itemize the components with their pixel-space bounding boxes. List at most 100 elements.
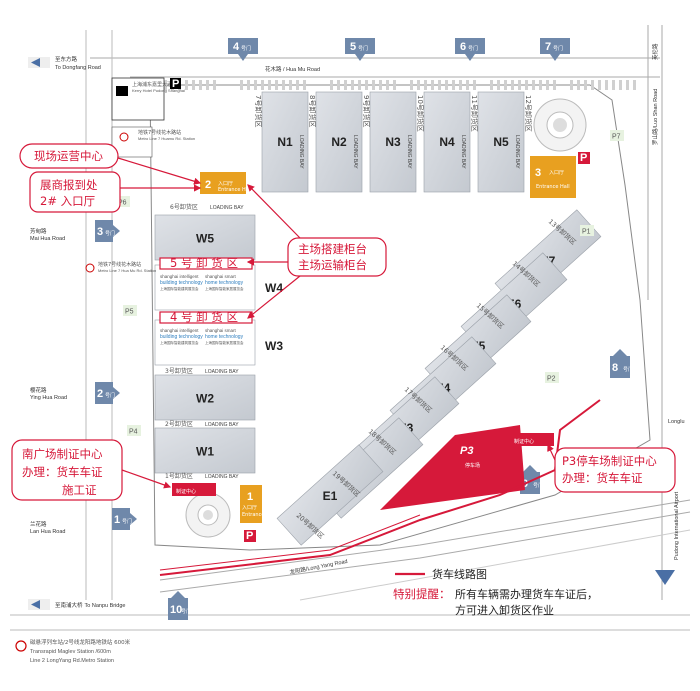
red-bay-band: 4 号 卸 货 区 <box>159 310 253 324</box>
bay-band-text: 5 号 卸 货 区 <box>170 256 238 270</box>
crosswalk-stripe <box>240 80 243 90</box>
gate-suffix: 号门 <box>468 45 478 52</box>
gate-number: 7 <box>545 41 551 53</box>
crosswalk-stripe <box>417 80 420 90</box>
crosswalk-stripe <box>511 80 514 90</box>
crosswalk-stripe <box>199 80 202 90</box>
arrow-up-icon <box>523 465 537 472</box>
crosswalk-stripe <box>192 80 195 90</box>
entrance-hall-2: 2 入口厅 Entrance Hall <box>200 172 252 194</box>
crosswalk-stripe <box>532 80 535 90</box>
parking-label: P7 <box>612 134 621 141</box>
south-center-line1: 南广场制证中心 <box>22 447 103 461</box>
crosswalk-stripe <box>330 80 333 90</box>
hall-block <box>154 427 256 474</box>
hua-mu-road-label: 花木路 / Hua Mu Road <box>265 65 320 73</box>
crosswalk-stripe <box>577 80 580 90</box>
crosswalk-stripe <box>393 80 396 90</box>
parking-p7: P7 <box>610 130 624 141</box>
crosswalk-stripe <box>525 80 528 90</box>
bay-zh: 3号卸货区 <box>165 367 193 375</box>
mai-hua-en: Mai Hua Road <box>30 236 65 242</box>
arrow-right-icon <box>113 387 120 399</box>
bay-en: LOADING BAY <box>205 422 239 428</box>
exhibitor-reg-line1: 展商报到处 <box>40 178 98 192</box>
callout-exhibitor-reg: 展商报到处 2# 入口厅 <box>29 171 202 213</box>
crosswalk-stripe <box>466 80 469 90</box>
crosswalk-stripe <box>337 80 340 90</box>
metro-bottom: 磁悬浮列车站/2号线龙阳路地铁站 600米 Transrapid Maglev … <box>15 638 131 664</box>
to-nanpu-en: To Nanpu Bridge <box>85 603 126 609</box>
gate-box <box>540 38 570 54</box>
crosswalk-stripe <box>254 80 257 90</box>
hotel-zh: 上海浦东嘉里大酒店 <box>132 81 177 88</box>
hall-block <box>369 91 417 193</box>
p3-zh: 停车场 <box>465 462 480 469</box>
parking-p1: P1 <box>580 225 594 236</box>
gate-suffix: 号门 <box>241 45 251 52</box>
east-road: 罗山路/Luo Shan Road 英伦路 <box>647 25 663 600</box>
p3-center-line1: P3停车场制证中心 <box>562 454 657 468</box>
callout-south-center: 南广场制证中心 办理：货车车证 施工证 <box>11 439 172 501</box>
entrance-2-zh: 入口厅 <box>218 181 233 187</box>
gate-box <box>610 356 630 378</box>
parking-sign <box>123 305 137 316</box>
hall-w4: W4 <box>154 264 283 311</box>
arrow-up-icon <box>613 349 627 356</box>
hotel-block: 上海浦东嘉里大酒店 Kerry Hotel Pudong Shanghai P <box>111 77 185 121</box>
hotel-parking-icon <box>170 78 181 89</box>
crosswalk-stripe <box>261 80 264 90</box>
hall-block <box>477 91 525 193</box>
gate-box <box>520 472 540 494</box>
arrow-right-icon <box>113 225 120 237</box>
hua-mu-road: 花木路 / Hua Mu Road <box>90 57 660 78</box>
crosswalk-stripe <box>626 80 629 90</box>
ad-line: shanghai smart <box>205 328 237 333</box>
arrow-up-icon <box>171 591 185 598</box>
crosswalk-stripe <box>303 80 306 90</box>
gate-suffix: 号门 <box>358 45 368 52</box>
crosswalk-stripe <box>424 80 427 90</box>
gate-box <box>345 38 375 54</box>
callout-build-transport: 主场搭建柜台 主场运输柜台 <box>246 184 387 319</box>
p3-name: P3 <box>460 445 473 457</box>
loading-bay-label: LOADING BAY <box>298 135 304 169</box>
loading-bay-label: LOADING BAY <box>460 135 466 169</box>
crosswalk-stripe <box>289 80 292 90</box>
crosswalk-stripe <box>518 80 521 90</box>
arrow-down-icon <box>550 54 560 61</box>
parking-sign <box>580 225 594 236</box>
gate-number: 8 <box>612 362 618 374</box>
red-bay-band: 5 号 卸 货 区 <box>159 256 253 270</box>
crosswalk-stripe <box>598 80 601 90</box>
p3-parking: P3 停车场 <box>380 425 525 510</box>
gate-box <box>95 220 113 242</box>
hall-label: W2 <box>196 392 214 406</box>
arrow-right-icon <box>130 513 137 525</box>
crosswalk-stripe <box>591 80 594 90</box>
crosswalk-stripe <box>344 80 347 90</box>
loading-bay-label: LOADING BAY <box>514 135 520 169</box>
metro-west-zh: 地铁7号线花木路站 <box>98 261 141 268</box>
luo-shan-road-label: 罗山路/Luo Shan Road <box>651 89 659 145</box>
entrance-1-zh: 入口厅 <box>242 505 257 511</box>
crosswalk-stripe <box>379 80 382 90</box>
hall-label: W4 <box>265 281 283 295</box>
south-center-line2: 办理：货车车证 <box>22 465 103 479</box>
gate-suffix: 号门 <box>533 482 543 489</box>
build-counter-line1: 主场搭建柜台 <box>298 242 367 256</box>
